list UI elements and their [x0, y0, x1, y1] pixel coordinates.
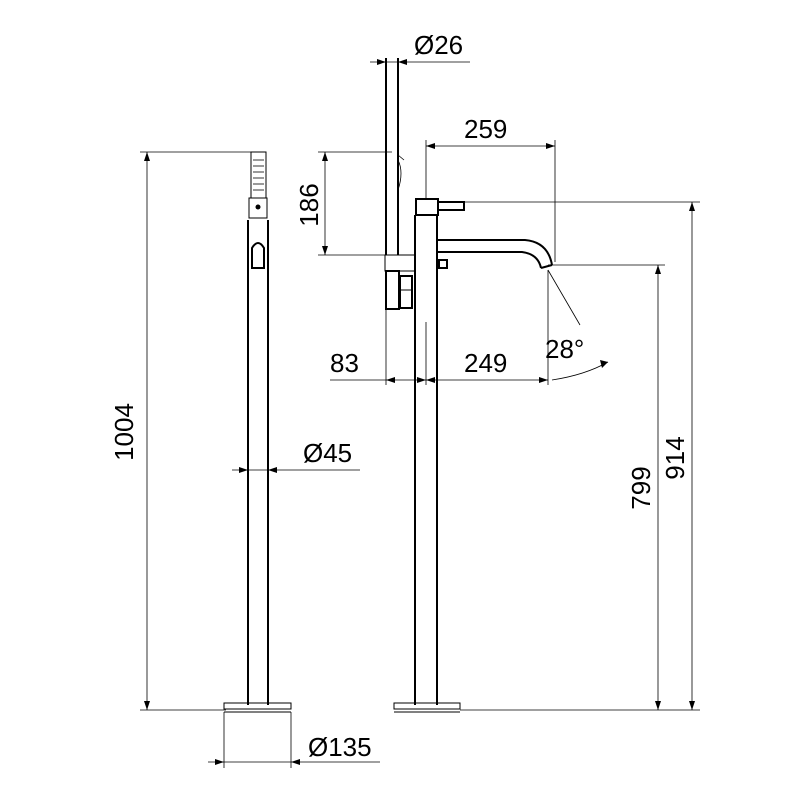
front-shower-holder [384, 254, 416, 272]
dim-column-diameter: Ø45 [303, 438, 352, 468]
side-view [223, 151, 292, 713]
dim-top-height: 914 [660, 436, 690, 479]
front-base-plate [393, 702, 461, 710]
dimension-labels: Ø26 259 186 1004 Ø45 Ø135 83 249 28° 799… [109, 30, 690, 762]
dim-spout-angle: 28° [545, 334, 584, 364]
dim-top-diameter: Ø26 [414, 30, 463, 60]
front-holder-block-right [399, 275, 413, 309]
dim-spout-reach: 249 [464, 348, 507, 378]
dim-hand-shower-length: 186 [294, 183, 324, 226]
dim-total-height: 1004 [109, 403, 139, 461]
front-lever-handle [437, 201, 465, 211]
side-base-plate [223, 702, 292, 710]
front-mixer-cap [415, 198, 439, 216]
side-spout-outlet [251, 242, 265, 269]
front-spout-lower [437, 251, 542, 269]
front-spout-upper [437, 239, 553, 266]
front-diverter-button [438, 259, 448, 269]
front-holder-block-left [385, 270, 400, 310]
front-view [384, 58, 553, 713]
side-hand-shower [250, 151, 267, 199]
dim-base-diameter: Ø135 [308, 732, 372, 762]
side-shower-holder [248, 197, 268, 219]
dim-outlet-height: 799 [626, 466, 656, 509]
dimension-lines [140, 59, 700, 768]
dim-spout-reach-top: 259 [464, 114, 507, 144]
dim-handle-offset: 83 [330, 348, 359, 378]
